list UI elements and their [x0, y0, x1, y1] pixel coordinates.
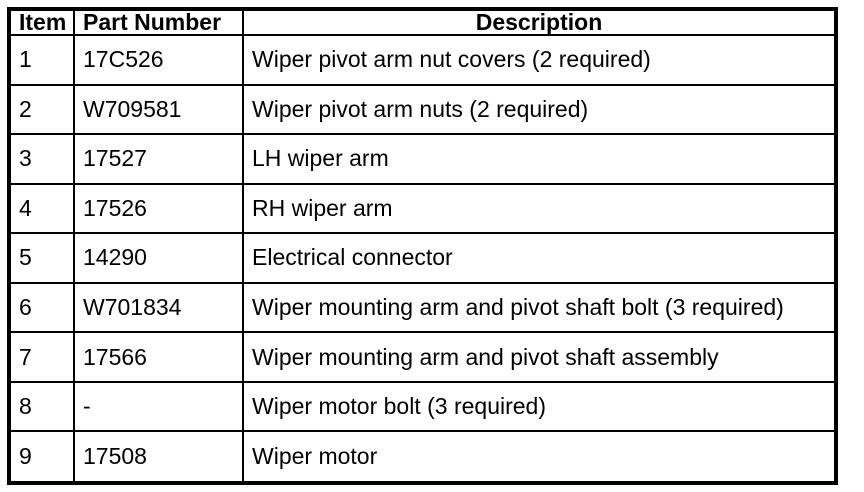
cell-item: 5 [8, 232, 75, 284]
cell-item: 1 [8, 34, 75, 86]
cell-description: Wiper pivot arm nut covers (2 required) [242, 34, 837, 86]
header-description: Description [242, 8, 837, 36]
table-row: 5 14290 Electrical connector [8, 232, 837, 284]
cell-description: Wiper pivot arm nuts (2 required) [242, 83, 837, 136]
cell-part-number: 17508 [73, 430, 244, 484]
cell-description: Electrical connector [242, 232, 837, 284]
cell-description: Wiper motor [242, 430, 837, 484]
cell-item: 9 [8, 430, 75, 484]
cell-item: 6 [8, 281, 75, 334]
table-row: 3 17527 LH wiper arm [8, 133, 837, 185]
cell-part-number: 17566 [73, 331, 244, 383]
table-row: 1 17C526 Wiper pivot arm nut covers (2 r… [8, 34, 837, 86]
header-item: Item [8, 8, 75, 36]
cell-item: 4 [8, 182, 75, 235]
table-row: 2 W709581 Wiper pivot arm nuts (2 requir… [8, 83, 837, 136]
cell-part-number: 17526 [73, 182, 244, 235]
cell-part-number: 17527 [73, 133, 244, 185]
cell-description: LH wiper arm [242, 133, 837, 185]
cell-part-number: W709581 [73, 83, 244, 136]
table-row: 9 17508 Wiper motor [8, 430, 837, 484]
cell-part-number: - [73, 380, 244, 433]
table-row: 8 - Wiper motor bolt (3 required) [8, 380, 837, 433]
parts-table-header: Item Part Number Description [8, 8, 837, 36]
header-row: Item Part Number Description [8, 8, 837, 36]
header-part-number: Part Number [73, 8, 244, 36]
cell-part-number: W701834 [73, 281, 244, 334]
cell-description: Wiper mounting arm and pivot shaft assem… [242, 331, 837, 383]
cell-item: 8 [8, 380, 75, 433]
parts-table-body: 1 17C526 Wiper pivot arm nut covers (2 r… [8, 34, 837, 484]
cell-description: Wiper mounting arm and pivot shaft bolt … [242, 281, 837, 334]
cell-description: Wiper motor bolt (3 required) [242, 380, 837, 433]
parts-table: Item Part Number Description 1 17C526 Wi… [7, 7, 838, 485]
table-row: 7 17566 Wiper mounting arm and pivot sha… [8, 331, 837, 383]
cell-item: 2 [8, 83, 75, 136]
cell-description: RH wiper arm [242, 182, 837, 235]
table-row: 6 W701834 Wiper mounting arm and pivot s… [8, 281, 837, 334]
cell-part-number: 14290 [73, 232, 244, 284]
cell-item: 3 [8, 133, 75, 185]
cell-item: 7 [8, 331, 75, 383]
table-row: 4 17526 RH wiper arm [8, 182, 837, 235]
cell-part-number: 17C526 [73, 34, 244, 86]
